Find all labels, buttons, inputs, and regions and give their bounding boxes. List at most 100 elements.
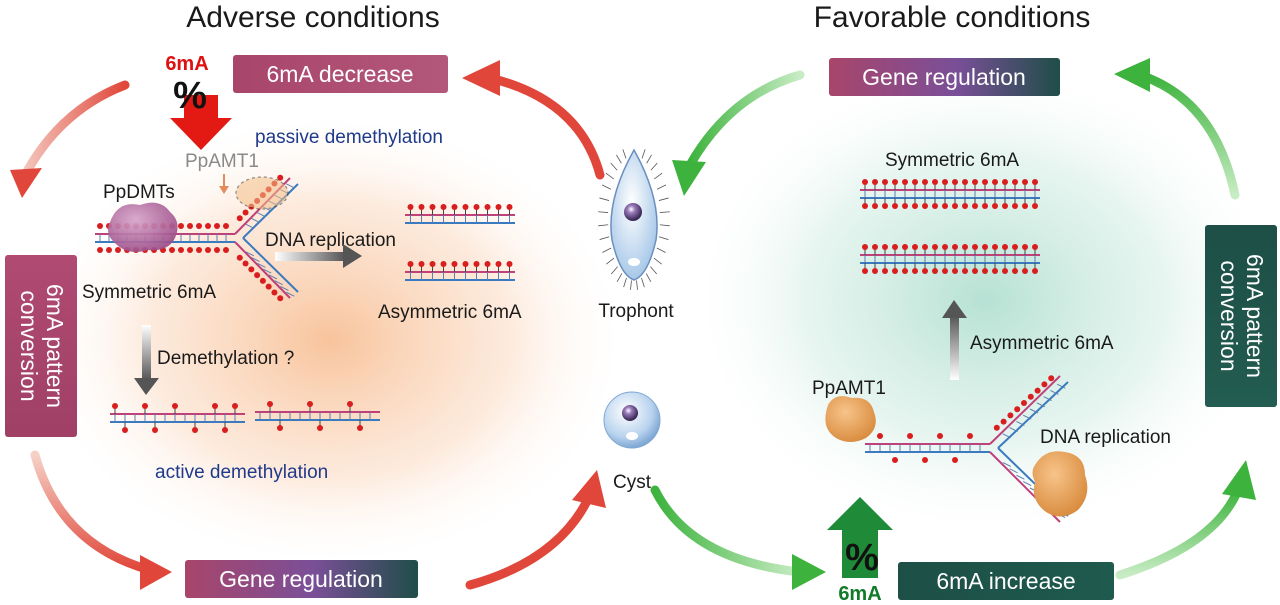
methyl-dot bbox=[1034, 387, 1041, 394]
dna-rung bbox=[1022, 414, 1032, 420]
dna-rung bbox=[1016, 420, 1025, 426]
methyl-dot bbox=[912, 268, 918, 274]
methyl-dot bbox=[922, 244, 928, 250]
right-symmetric-label: Symmetric 6mA bbox=[885, 150, 1019, 171]
methyl-dot bbox=[1032, 268, 1038, 274]
methyl-dot bbox=[429, 204, 436, 210]
methyl-dot bbox=[223, 247, 229, 253]
methyl-dot bbox=[122, 427, 128, 433]
favorable-background-glow bbox=[685, 60, 1280, 540]
methyl-dot bbox=[222, 427, 228, 433]
dna-rung bbox=[251, 257, 260, 263]
methyl-dot bbox=[277, 295, 284, 302]
methyl-dot bbox=[972, 179, 978, 185]
methyl-dot bbox=[882, 203, 888, 209]
demethylation-question-label: Demethylation ? bbox=[157, 348, 294, 369]
methyl-dot bbox=[307, 401, 313, 407]
dna-rung bbox=[1009, 468, 1018, 474]
methyl-dot bbox=[892, 268, 898, 274]
methyl-dot bbox=[992, 203, 998, 209]
dna-duplex bbox=[255, 401, 380, 431]
methyl-dot bbox=[1002, 268, 1008, 274]
methyl-dot bbox=[267, 401, 273, 407]
methyl-dot bbox=[451, 204, 458, 210]
methyl-dot bbox=[932, 268, 938, 274]
cilium bbox=[598, 211, 609, 213]
dna-rung bbox=[245, 223, 255, 229]
methyl-dot bbox=[972, 244, 978, 250]
methyl-dot bbox=[484, 261, 491, 267]
methyl-dot bbox=[1012, 244, 1018, 250]
methyl-dot bbox=[97, 223, 103, 229]
dna-duplex bbox=[860, 179, 1040, 209]
left-pattern-conversion-box: 6mA pattern conversion bbox=[5, 255, 77, 437]
methyl-dot bbox=[205, 223, 211, 229]
cilium bbox=[610, 266, 618, 275]
methyl-dot bbox=[982, 268, 988, 274]
methyl-dot bbox=[942, 268, 948, 274]
dna-rung bbox=[245, 251, 255, 257]
left-symmetric-label: Symmetric 6mA bbox=[82, 282, 216, 303]
methyl-dot bbox=[892, 203, 898, 209]
left-gene-regulation-box: Gene regulation bbox=[185, 560, 418, 598]
methyl-dot bbox=[407, 204, 414, 210]
dna-rung bbox=[280, 285, 289, 291]
cyst-cell-icon bbox=[603, 391, 661, 449]
methyl-dot bbox=[196, 247, 202, 253]
ppdmts-label: PpDMTs bbox=[103, 182, 175, 203]
methyl-dot bbox=[1012, 268, 1018, 274]
methyl-dot bbox=[1012, 203, 1018, 209]
decrease-box-label: 6mA decrease bbox=[266, 61, 413, 87]
methyl-dot bbox=[1012, 179, 1018, 185]
methyl-dot bbox=[97, 247, 103, 253]
methyl-dot bbox=[952, 457, 958, 463]
methyl-dot bbox=[902, 244, 908, 250]
dna-duplex bbox=[110, 403, 245, 433]
ppamt1-small-arrow-icon bbox=[219, 174, 229, 194]
methyl-dot bbox=[451, 261, 458, 267]
adverse-conditions-title: Adverse conditions bbox=[186, 1, 439, 34]
dna-rung bbox=[285, 291, 295, 297]
methyl-dot bbox=[862, 244, 868, 250]
methyl-dot bbox=[952, 268, 958, 274]
methyl-dot bbox=[902, 179, 908, 185]
cilium bbox=[653, 257, 662, 265]
cilium bbox=[658, 197, 669, 201]
right-ppamt1-label: PpAMT1 bbox=[812, 378, 886, 399]
demethylation-gray-arrow bbox=[134, 325, 159, 395]
methyl-dot bbox=[169, 247, 175, 253]
methyl-dot bbox=[462, 261, 469, 267]
methyl-dot bbox=[172, 403, 178, 409]
dna-rung bbox=[262, 268, 272, 274]
methyl-dot bbox=[357, 425, 363, 431]
methyl-dot bbox=[962, 203, 968, 209]
green-arrowhead-top-middle bbox=[672, 160, 706, 196]
left-asymmetric-duplexes bbox=[405, 204, 515, 281]
methyl-dot bbox=[1022, 268, 1028, 274]
active-demethylation-label: active demethylation bbox=[155, 462, 328, 483]
cilium bbox=[659, 224, 670, 227]
cilium bbox=[658, 236, 669, 240]
right-pattern-label-1: 6mA pattern bbox=[1242, 254, 1268, 378]
methyl-dot bbox=[907, 433, 913, 439]
methyl-dot bbox=[214, 247, 220, 253]
adverse-background-glow bbox=[30, 110, 630, 570]
increase-box-label: 6mA increase bbox=[936, 568, 1075, 594]
methyl-dot bbox=[993, 424, 1000, 431]
methyl-dot bbox=[952, 179, 958, 185]
right-asymmetric-label: Asymmetric 6mA bbox=[970, 333, 1114, 354]
left-asymmetric-label: Asymmetric 6mA bbox=[378, 302, 522, 323]
methyl-dot bbox=[912, 203, 918, 209]
cilium bbox=[656, 247, 666, 253]
methyl-dot bbox=[862, 179, 868, 185]
methyl-dot bbox=[872, 203, 878, 209]
cilium bbox=[641, 277, 645, 288]
left-ppamt1-label: PpAMT1 bbox=[185, 151, 259, 172]
methyl-dot bbox=[440, 204, 447, 210]
methyl-dot bbox=[932, 179, 938, 185]
methyl-dot bbox=[277, 174, 284, 181]
methyl-dot bbox=[872, 268, 878, 274]
methyl-dot bbox=[912, 244, 918, 250]
dna-duplex bbox=[860, 244, 1040, 274]
methyl-dot bbox=[277, 425, 283, 431]
